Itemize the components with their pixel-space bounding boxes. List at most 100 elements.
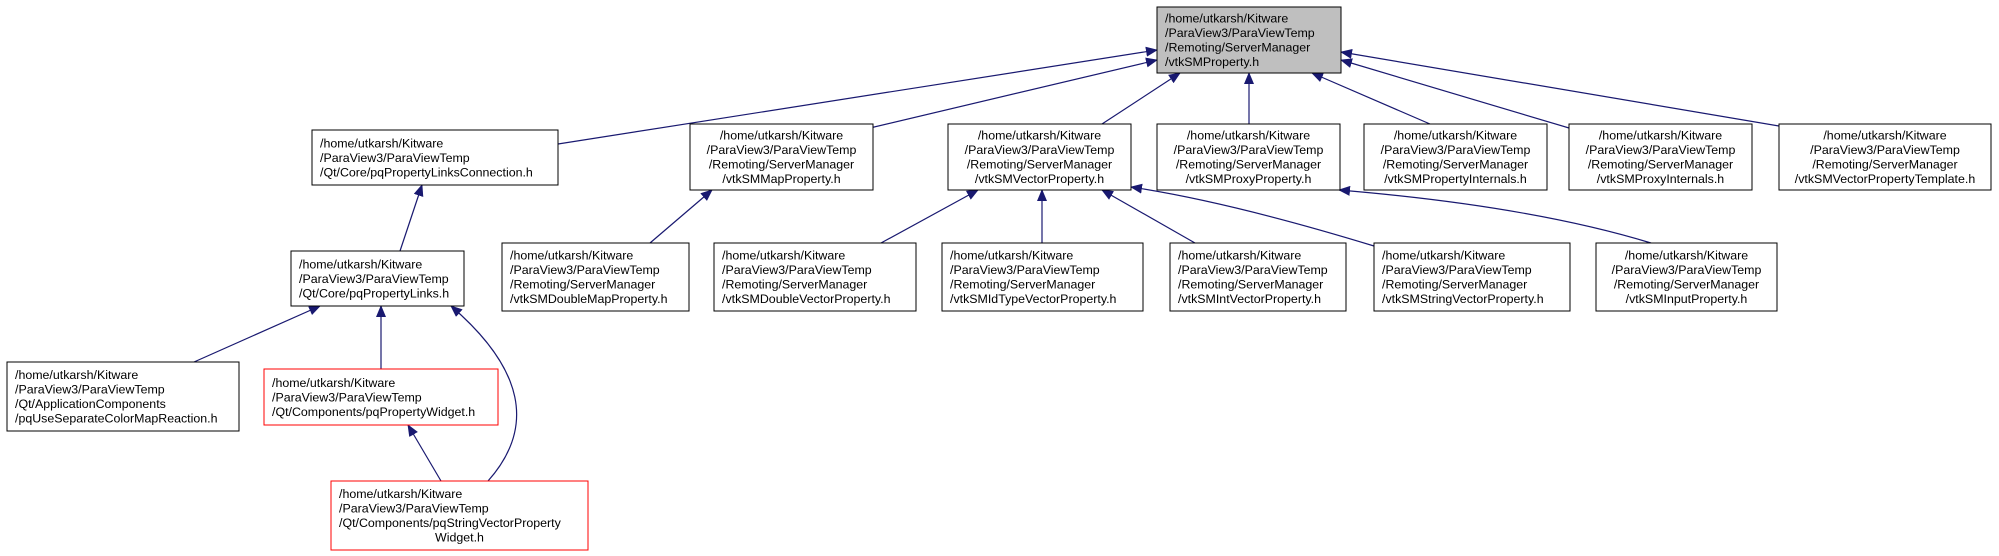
node-label-line: /Remoting/ServerManager	[722, 278, 867, 292]
node-label-line: /home/utkarsh/Kitware	[720, 129, 843, 143]
edge-vtkSMVectorPropertyTemplate-to-root	[1340, 48, 1780, 127]
node-label-line: /vtkSMIntVectorProperty.h	[1178, 292, 1321, 306]
node-label-line: /vtkSMPropertyInternals.h	[1384, 172, 1527, 186]
edge-pqStringVectorPropertyWidget-to-pqPropertyLinks	[450, 305, 518, 482]
node-label-line: /vtkSMStringVectorProperty.h	[1382, 292, 1544, 306]
node-label-line: /Remoting/ServerManager	[1812, 158, 1957, 172]
node-box[interactable]	[6, 361, 240, 432]
node-label-line: /ParaView3/ParaViewTemp	[1178, 263, 1328, 277]
node-label-line: /ParaView3/ParaViewTemp	[1810, 143, 1960, 157]
edge-vtkSMVectorProperty-to-root	[1101, 72, 1181, 125]
edge-pqStringVectorPropertyWidget-to-pqPropertyWidget	[407, 424, 442, 482]
node-label-line: /home/utkarsh/Kitware	[339, 487, 462, 501]
node-label-line: /vtkSMMapProperty.h	[722, 172, 840, 186]
node-label-line: /Remoting/ServerManager	[967, 158, 1112, 172]
node-label-line: /ParaView3/ParaViewTemp	[707, 143, 857, 157]
node-label-line: /ParaView3/ParaViewTemp	[1165, 26, 1315, 40]
edge-vtkSMStringVectorProperty-to-vtkSMVectorProperty	[1130, 183, 1375, 247]
node-label-line: /vtkSMProxyInternals.h	[1597, 172, 1725, 186]
edge-pqPropertyLinks-to-pqPropertyLinksConnection	[399, 184, 424, 252]
node-pqPropertyLinksConnection[interactable]: /home/utkarsh/Kitware/ParaView3/ParaView…	[311, 129, 559, 186]
node-pqPropertyWidget[interactable]: /home/utkarsh/Kitware/ParaView3/ParaView…	[263, 368, 499, 426]
node-label-line: /Remoting/ServerManager	[510, 278, 655, 292]
node-label-line: /ParaView3/ParaViewTemp	[299, 272, 449, 286]
node-label-line: /ParaView3/ParaViewTemp	[965, 143, 1115, 157]
node-box[interactable]	[1373, 242, 1571, 312]
node-label-line: /ParaView3/ParaViewTemp	[15, 383, 165, 397]
node-label-line: /home/utkarsh/Kitware	[272, 376, 395, 390]
node-label-line: /home/utkarsh/Kitware	[510, 249, 633, 263]
node-box[interactable]	[1363, 123, 1548, 191]
node-box[interactable]	[1169, 242, 1347, 312]
node-box[interactable]	[1778, 123, 1992, 191]
node-label-line: /vtkSMDoubleMapProperty.h	[510, 292, 668, 306]
node-box[interactable]	[1595, 242, 1778, 312]
node-label-line: /home/utkarsh/Kitware	[1823, 129, 1946, 143]
node-box[interactable]	[947, 123, 1132, 191]
node-vtkSMMapProperty[interactable]: /home/utkarsh/Kitware/ParaView3/ParaView…	[689, 123, 874, 191]
node-box[interactable]	[713, 242, 917, 312]
edge-vtkSMPropertyInternals-to-root	[1311, 72, 1431, 125]
node-label-line: /ParaView3/ParaViewTemp	[722, 263, 872, 277]
edge-vtkSMIntVectorProperty-to-vtkSMVectorProperty	[1101, 189, 1196, 244]
node-label-line: /ParaView3/ParaViewTemp	[1381, 143, 1531, 157]
node-vtkSMPropertyInternals[interactable]: /home/utkarsh/Kitware/ParaView3/ParaView…	[1363, 123, 1548, 191]
node-box[interactable]	[263, 368, 499, 426]
node-box[interactable]	[501, 242, 690, 312]
node-label-line: /ParaView3/ParaViewTemp	[320, 151, 470, 165]
node-pqStringVectorPropertyWidget[interactable]: /home/utkarsh/Kitware/ParaView3/ParaView…	[330, 480, 589, 551]
node-label-line: /vtkSMProperty.h	[1165, 55, 1259, 69]
node-vtkSMVectorProperty[interactable]: /home/utkarsh/Kitware/ParaView3/ParaView…	[947, 123, 1132, 191]
node-label-line: /Remoting/ServerManager	[1165, 41, 1310, 55]
node-label-line: /Remoting/ServerManager	[1178, 278, 1323, 292]
node-box[interactable]	[290, 250, 465, 307]
node-box[interactable]	[330, 480, 589, 551]
node-box[interactable]	[1156, 123, 1341, 191]
node-label-line: /home/utkarsh/Kitware	[978, 129, 1101, 143]
node-label-line: /Remoting/ServerManager	[950, 278, 1095, 292]
node-root[interactable]: /home/utkarsh/Kitware/ParaView3/ParaView…	[1156, 6, 1342, 74]
node-pqPropertyLinks[interactable]: /home/utkarsh/Kitware/ParaView3/ParaView…	[290, 250, 465, 307]
node-label-line: /home/utkarsh/Kitware	[299, 257, 422, 271]
node-label-line: /vtkSMIdTypeVectorProperty.h	[950, 292, 1117, 306]
node-box[interactable]	[941, 242, 1144, 312]
node-box[interactable]	[1156, 6, 1342, 74]
node-label-line: /ParaView3/ParaViewTemp	[339, 502, 489, 516]
node-vtkSMStringVectorProperty[interactable]: /home/utkarsh/Kitware/ParaView3/ParaView…	[1373, 242, 1571, 312]
edges-layer	[193, 46, 1780, 482]
node-label-line: /vtkSMVectorPropertyTemplate.h	[1795, 172, 1976, 186]
node-label-line: /Qt/Core/pqPropertyLinks.h	[299, 286, 449, 300]
node-vtkSMIntVectorProperty[interactable]: /home/utkarsh/Kitware/ParaView3/ParaView…	[1169, 242, 1347, 312]
node-label-line: /Remoting/ServerManager	[1382, 278, 1527, 292]
edge-vtkSMInputProperty-to-vtkSMProxyProperty	[1338, 185, 1652, 244]
node-box[interactable]	[1568, 123, 1753, 191]
node-label-line: /home/utkarsh/Kitware	[320, 136, 443, 150]
node-label-line: /ParaView3/ParaViewTemp	[1174, 143, 1324, 157]
node-box[interactable]	[311, 129, 559, 186]
node-pqUseSeparateColorMapReaction[interactable]: /home/utkarsh/Kitware/ParaView3/ParaView…	[6, 361, 240, 432]
node-label-line: /Qt/Components/pqPropertyWidget.h	[272, 405, 475, 419]
node-label-line: /ParaView3/ParaViewTemp	[510, 263, 660, 277]
node-vtkSMDoubleMapProperty[interactable]: /home/utkarsh/Kitware/ParaView3/ParaView…	[501, 242, 690, 312]
node-label-line: /home/utkarsh/Kitware	[1625, 249, 1748, 263]
node-vtkSMIdTypeVectorProperty[interactable]: /home/utkarsh/Kitware/ParaView3/ParaView…	[941, 242, 1144, 312]
node-box[interactable]	[689, 123, 874, 191]
node-vtkSMProxyProperty[interactable]: /home/utkarsh/Kitware/ParaView3/ParaView…	[1156, 123, 1341, 191]
node-label-line: /vtkSMProxyProperty.h	[1186, 172, 1312, 186]
node-vtkSMVectorPropertyTemplate[interactable]: /home/utkarsh/Kitware/ParaView3/ParaView…	[1778, 123, 1992, 191]
node-label-line: /Qt/ApplicationComponents	[15, 397, 166, 411]
node-vtkSMProxyInternals[interactable]: /home/utkarsh/Kitware/ParaView3/ParaView…	[1568, 123, 1753, 191]
edge-pqPropertyLinksConnection-to-root	[557, 46, 1158, 145]
node-vtkSMDoubleVectorProperty[interactable]: /home/utkarsh/Kitware/ParaView3/ParaView…	[713, 242, 917, 312]
node-label-line: /vtkSMDoubleVectorProperty.h	[722, 292, 891, 306]
node-vtkSMInputProperty[interactable]: /home/utkarsh/Kitware/ParaView3/ParaView…	[1595, 242, 1778, 312]
node-label-line: /home/utkarsh/Kitware	[1187, 129, 1310, 143]
node-label-line: /home/utkarsh/Kitware	[722, 249, 845, 263]
node-label-line: /Remoting/ServerManager	[1614, 278, 1759, 292]
node-label-line: /Remoting/ServerManager	[709, 158, 854, 172]
edge-vtkSMMapProperty-to-root	[869, 57, 1158, 129]
edge-vtkSMDoubleVectorProperty-to-vtkSMVectorProperty	[880, 189, 979, 244]
node-label-line: Widget.h	[435, 531, 484, 545]
node-label-line: /home/utkarsh/Kitware	[950, 249, 1073, 263]
node-label-line: /home/utkarsh/Kitware	[15, 368, 138, 382]
